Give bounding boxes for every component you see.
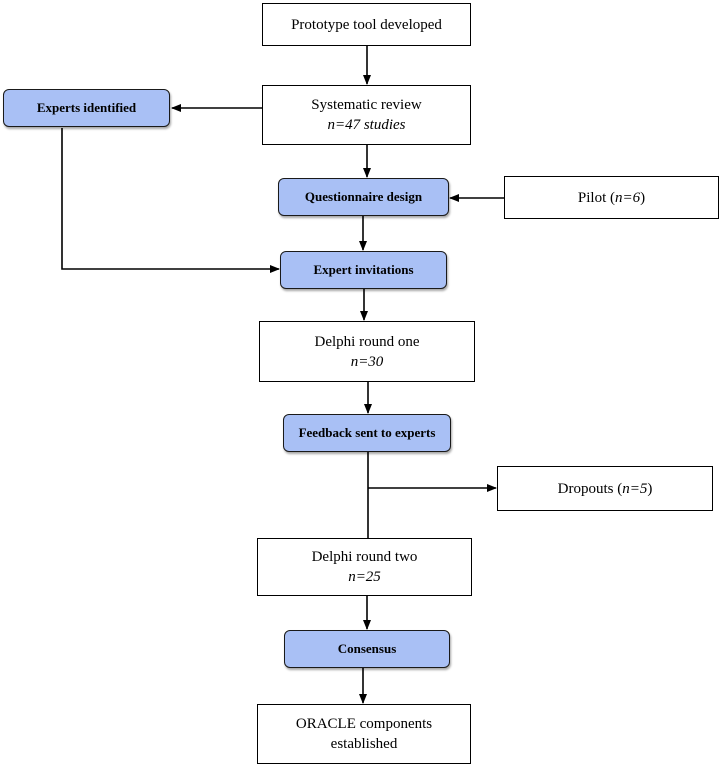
- arrow-experts-identified-to-invitations: [61, 128, 280, 273]
- node-pilot-label: Pilot (n=6): [578, 188, 645, 208]
- node-pilot-suffix: ): [640, 189, 646, 206]
- node-delphi-round-two-label: Delphi round two: [311, 549, 418, 565]
- node-dropouts-prefix: Dropouts (: [557, 480, 623, 497]
- node-expert-invitations-label: Expert invitations: [313, 262, 414, 277]
- node-prototype-tool-label: Prototype tool developed: [291, 16, 442, 33]
- node-systematic-review-count: n=47 studies: [327, 117, 406, 133]
- node-dropouts: Dropouts (n=5): [497, 466, 713, 511]
- node-pilot: Pilot (n=6): [504, 176, 719, 219]
- node-delphi-round-one-count: n=30: [350, 353, 384, 370]
- node-questionnaire-design-label: Questionnaire design: [304, 189, 423, 204]
- node-oracle-components-line2: established: [330, 736, 398, 752]
- node-prototype-tool: Prototype tool developed: [262, 3, 471, 46]
- node-pilot-count: n=6: [614, 189, 641, 206]
- node-delphi-round-one-label: Delphi round one: [314, 333, 420, 350]
- node-pilot-prefix: Pilot (: [577, 189, 615, 206]
- node-delphi-round-two: Delphi round two n=25: [257, 538, 472, 596]
- node-oracle-components: ORACLE components established: [257, 704, 471, 764]
- node-feedback-sent: Feedback sent to experts: [283, 414, 451, 452]
- node-expert-invitations: Expert invitations: [280, 251, 447, 289]
- node-dropouts-suffix: ): [647, 480, 653, 497]
- node-consensus-label: Consensus: [337, 641, 397, 656]
- node-experts-identified-label: Experts identified: [36, 100, 137, 115]
- node-dropouts-count: n=5: [622, 480, 648, 497]
- node-delphi-round-two-count: n=25: [348, 569, 381, 585]
- node-dropouts-label: Dropouts (n=5): [558, 479, 653, 499]
- node-delphi-round-one: Delphi round one n=30: [259, 321, 475, 382]
- node-questionnaire-design: Questionnaire design: [278, 178, 449, 216]
- node-systematic-review-label: Systematic review: [311, 97, 422, 113]
- node-systematic-review: Systematic review n=47 studies: [262, 85, 471, 145]
- node-experts-identified: Experts identified: [3, 89, 170, 127]
- node-feedback-sent-label: Feedback sent to experts: [298, 425, 436, 440]
- node-consensus: Consensus: [284, 630, 450, 668]
- node-oracle-components-line1: ORACLE components: [295, 716, 433, 732]
